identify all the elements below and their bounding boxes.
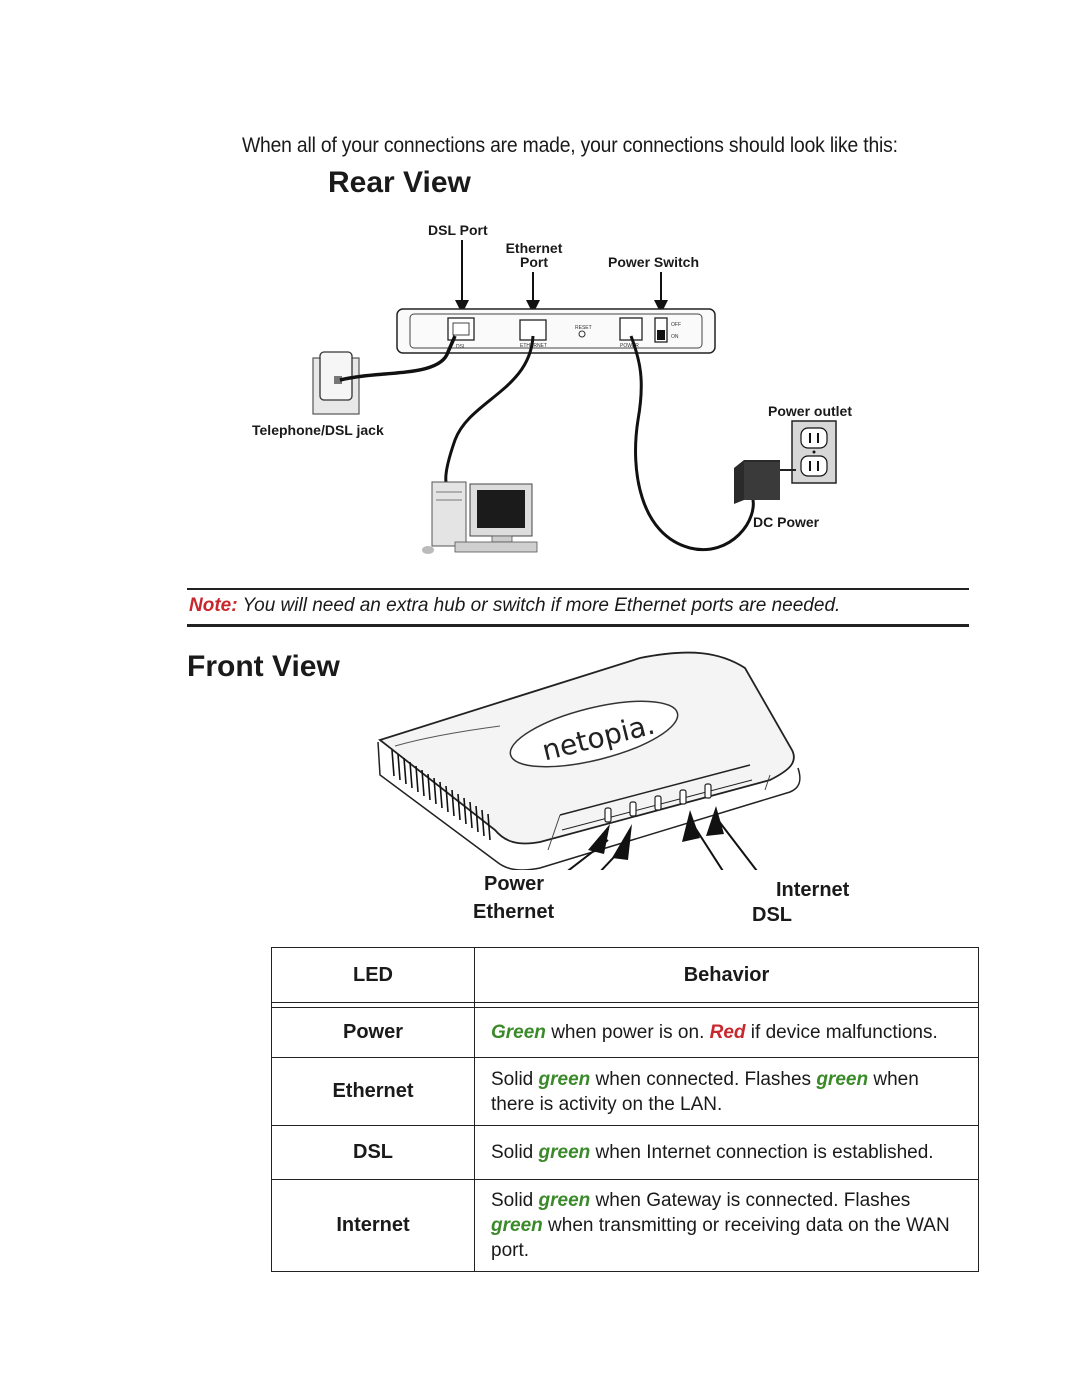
dsl-port bbox=[447, 317, 475, 341]
color-word: green bbox=[538, 1068, 591, 1090]
dsl-cable bbox=[339, 335, 457, 382]
note-body: You will need an extra hub or switch if … bbox=[237, 595, 841, 616]
intro-text: When all of your connections are made, y… bbox=[242, 134, 898, 157]
panel-label-ethernet: ETHERNET bbox=[520, 343, 547, 349]
behavior-text: when there is activity on the LAN. bbox=[491, 1068, 919, 1115]
dc-power-adapter bbox=[734, 460, 796, 504]
front-label-dsl: DSL bbox=[752, 904, 792, 926]
label-ethernet-port-line2: Port bbox=[520, 254, 548, 270]
note-text: Note: You will need an extra hub or swit… bbox=[189, 595, 840, 617]
label-dsl-port: DSL Port bbox=[428, 222, 488, 238]
arrowhead-dsl bbox=[682, 810, 700, 842]
power-cable bbox=[629, 335, 755, 552]
behavior-cell: Solid green when Internet connection is … bbox=[474, 1125, 979, 1180]
panel-label-off: OFF bbox=[671, 322, 681, 328]
ethernet-port-arrowhead bbox=[526, 300, 540, 314]
color-word: Green bbox=[491, 1022, 546, 1043]
router-rear-panel bbox=[396, 308, 716, 354]
panel-label-power: POWER bbox=[620, 343, 639, 349]
front-label-ethernet: Ethernet bbox=[473, 901, 555, 923]
behavior-text: Solid bbox=[491, 1190, 539, 1211]
note-box: Note: You will need an extra hub or swit… bbox=[187, 588, 969, 627]
reset-button bbox=[578, 330, 586, 338]
led-name-cell: DSL bbox=[271, 1125, 475, 1180]
front-view-heading: Front View bbox=[187, 650, 340, 683]
color-word: green bbox=[538, 1142, 591, 1163]
front-label-internet: Internet bbox=[776, 879, 850, 901]
color-word: green bbox=[816, 1068, 869, 1090]
rear-view-diagram: DSL ETHERNET RESET POWER OFF ON bbox=[312, 240, 837, 554]
behavior-cell: Solid green when Gateway is connected. F… bbox=[474, 1179, 979, 1272]
label-telephone-jack: Telephone/DSL jack bbox=[252, 422, 384, 438]
front-view-diagram: netopia. bbox=[377, 651, 801, 870]
behavior-text: when transmitting or receiving data on t… bbox=[491, 1215, 950, 1261]
behavior-text: Solid bbox=[491, 1068, 539, 1090]
arrowhead-internet bbox=[706, 806, 724, 836]
label-power-switch: Power Switch bbox=[608, 254, 700, 270]
router-front-image bbox=[377, 651, 801, 870]
panel-label-on: ON bbox=[671, 334, 679, 340]
arrow-internet bbox=[717, 819, 758, 870]
led-name-cell: Power bbox=[271, 1007, 475, 1058]
dsl-port-arrowhead bbox=[455, 300, 469, 314]
behavior-text: when Internet connection is established. bbox=[590, 1142, 934, 1163]
front-label-power: Power bbox=[484, 873, 545, 895]
header-led: LED bbox=[271, 947, 475, 1003]
label-power-outlet: Power outlet bbox=[768, 403, 853, 419]
color-word: Red bbox=[709, 1022, 746, 1043]
behavior-cell: Solid green when connected. Flashes gree… bbox=[474, 1057, 979, 1126]
arrowhead-power bbox=[588, 824, 610, 854]
behavior-text: Solid bbox=[491, 1142, 539, 1163]
arrow-dsl bbox=[693, 825, 724, 870]
note-key: Note: bbox=[189, 595, 238, 616]
label-dc-power: DC Power bbox=[753, 514, 820, 530]
led-name-cell: Internet bbox=[271, 1179, 475, 1272]
led-name-cell: Ethernet bbox=[271, 1057, 475, 1126]
power-switch-arrowhead bbox=[654, 300, 668, 314]
label-ethernet-port-line1: Ethernet bbox=[505, 240, 563, 256]
arrowhead-ethernet bbox=[612, 824, 632, 860]
behavior-text: if device malfunctions. bbox=[745, 1022, 938, 1043]
telephone-jack bbox=[312, 351, 360, 415]
panel-label-reset: RESET bbox=[575, 325, 592, 331]
panel-label-dsl: DSL bbox=[456, 344, 466, 350]
color-word: green bbox=[491, 1215, 543, 1236]
color-word: green bbox=[538, 1190, 591, 1211]
computer-image bbox=[422, 481, 538, 554]
behavior-text: when Gateway is connected. Flashes bbox=[590, 1190, 911, 1211]
header-behavior: Behavior bbox=[474, 947, 979, 1003]
behavior-text: when connected. Flashes bbox=[590, 1068, 817, 1090]
power-outlet bbox=[791, 420, 837, 484]
rear-view-heading: Rear View bbox=[328, 166, 471, 199]
behavior-cell: Green when power is on. Red if device ma… bbox=[474, 1007, 979, 1058]
ethernet-cable bbox=[444, 335, 535, 483]
behavior-text: when power is on. bbox=[545, 1022, 710, 1043]
